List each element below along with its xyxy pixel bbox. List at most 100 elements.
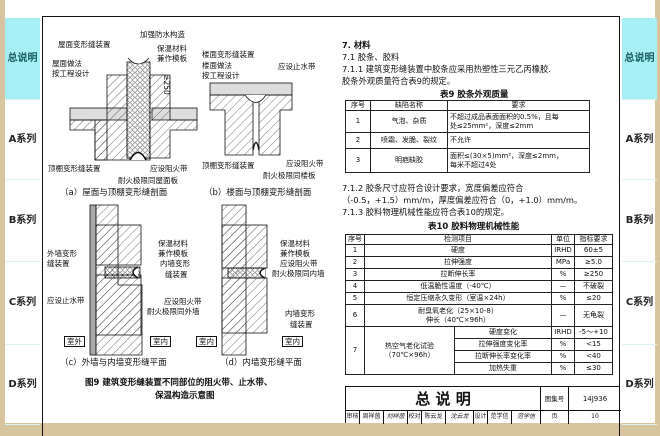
td: 4: [345, 280, 365, 293]
td: 拉断伸长率变化率: [454, 350, 552, 363]
label: 顶棚变形缝装置: [48, 164, 101, 173]
tab-general-right[interactable]: 总说明: [622, 18, 657, 100]
td: 7: [345, 326, 365, 375]
th: 缺陷名称: [370, 100, 448, 111]
tab-general[interactable]: 总说明: [5, 18, 40, 100]
cell: 周祥茵: [360, 411, 384, 424]
td: 耐臭氧老化（25×10-8）: [418, 306, 498, 315]
td: IRHD: [551, 326, 575, 339]
text-line: 7.1.1 建筑变形缝装置中胶条应采用热塑性三元乙丙橡胶.: [342, 64, 551, 74]
drawing-d: [221, 204, 268, 356]
table10-title: 表10 胶料物理机械性能: [428, 222, 520, 232]
td: 3: [345, 268, 365, 281]
td: <40: [574, 350, 613, 363]
text-line: 7.1.3 胶料物理机械性能应符合表10的规定。: [342, 207, 510, 217]
td: （70℃×96h）: [384, 350, 435, 359]
tab-c-series[interactable]: C系列: [5, 262, 40, 345]
label: 加强防水构造: [140, 30, 185, 39]
td: 伸长（40℃×96h）: [426, 315, 490, 324]
label: 耐火极限同屋面板: [118, 176, 178, 185]
cell: 陈云龙: [422, 411, 446, 424]
label: 保温材料: [157, 44, 187, 53]
drawing-c: [89, 204, 143, 356]
td: —: [551, 304, 575, 327]
caption-a: （a）屋面与顶棚变形缝剖面: [60, 188, 168, 198]
td: 3: [345, 148, 371, 173]
label: 耐火极限同楼板: [263, 171, 316, 180]
td: 低温脆性温度（-40℃）: [364, 280, 552, 293]
td: %: [551, 350, 575, 363]
title-block: 总 说 明 图集号 14J936 审核 周祥茵 刘祥茵 校对 陈云龙 沈云龙 设…: [345, 386, 621, 424]
td: 2: [345, 256, 365, 269]
th: 指标要求: [574, 234, 613, 245]
drawing-title: 总 说 明: [346, 387, 541, 411]
td: ≤20: [574, 292, 613, 305]
caption-c: （c）外墙与内墙变形缝平面: [60, 358, 167, 368]
cell: 范学信: [488, 411, 512, 424]
label: 应设阻火带: [150, 164, 188, 173]
td: ≥250: [574, 268, 613, 281]
page-number: 10: [591, 413, 599, 420]
label: 顶棚变形缝装置: [202, 161, 255, 170]
cell: 设计: [474, 411, 488, 424]
td: 每米不超过4处: [450, 160, 497, 169]
td: <15: [574, 338, 613, 351]
label: 缝装置: [290, 320, 313, 329]
td: ≥5.0: [574, 256, 613, 269]
td: -5～+10: [574, 326, 613, 339]
atlas-label: 图集号: [541, 387, 569, 411]
indoor-tag: 室内: [282, 336, 303, 347]
td: 明疤缺胶: [370, 148, 448, 173]
label: 应设止水带: [278, 62, 316, 71]
td: 热空气老化试验: [385, 341, 434, 350]
text-line: 胶条外观质量符合表9的规定。: [342, 76, 456, 86]
label: 应设止水带: [47, 296, 85, 305]
text-line: 7.1 胶条、胶料: [342, 52, 400, 62]
dimension: ≥250: [161, 74, 171, 95]
figure-title-2: 保温构造示意图: [155, 391, 215, 401]
outdoor-tag: 室外: [64, 336, 85, 347]
label: 耐火极限同内墙: [272, 269, 325, 278]
label: 耐火极限同外墙: [147, 307, 200, 316]
td: 不破裂: [574, 280, 613, 293]
caption-b: （b）楼面与顶棚变形缝剖面: [204, 188, 312, 198]
label: 按工程设计: [52, 69, 90, 78]
tab-c-series-right[interactable]: C系列: [622, 262, 657, 345]
td: 不允许: [447, 132, 590, 149]
td: —: [551, 280, 575, 293]
td: 不超过成品表面面积的0.5%，且每: [450, 112, 559, 121]
label: 兼作模板: [280, 249, 310, 258]
td: %: [551, 268, 575, 281]
td: 硬度变化: [454, 326, 552, 339]
tab-b-series-right[interactable]: B系列: [622, 180, 657, 262]
label: 楼面变形缝装置: [202, 50, 255, 59]
th: 单位: [551, 234, 575, 245]
cell: 审核: [346, 411, 360, 424]
td: 拉伸强度: [364, 256, 552, 269]
drawing-b: [209, 82, 293, 156]
text-line: （-0.5，+1.5）mm/m，厚度偏差应符合（0，+1.0）mm/m。: [342, 195, 583, 205]
label: 内墙变形: [160, 259, 190, 268]
td: IRHD: [551, 244, 575, 257]
section-heading: 7. 材料: [342, 40, 371, 50]
tab-a-series-right[interactable]: A系列: [622, 100, 657, 180]
th: 要求: [447, 100, 590, 111]
label: 应设阻火带: [286, 159, 324, 168]
label: 屋面变形缝装置: [58, 40, 111, 49]
figure-title: 图9 建筑变形缝装置不同部位的阻火带、止水带、: [85, 378, 273, 388]
td: 气泡、杂质: [370, 110, 448, 133]
td: 1: [345, 244, 365, 257]
label: 屋面做法: [52, 59, 82, 68]
label: 楼面做法: [202, 61, 232, 70]
indoor-tag: 室内: [150, 336, 171, 347]
label: 内墙变形: [285, 309, 315, 318]
tab-a-series[interactable]: A系列: [5, 100, 40, 180]
td: 拉断伸长率: [364, 268, 552, 281]
th: 序号: [345, 234, 365, 245]
tab-b-series[interactable]: B系列: [5, 180, 40, 262]
atlas-number: 14J936: [569, 387, 621, 411]
drawing-a: [69, 57, 198, 161]
label: 应设阻火带: [280, 259, 318, 268]
